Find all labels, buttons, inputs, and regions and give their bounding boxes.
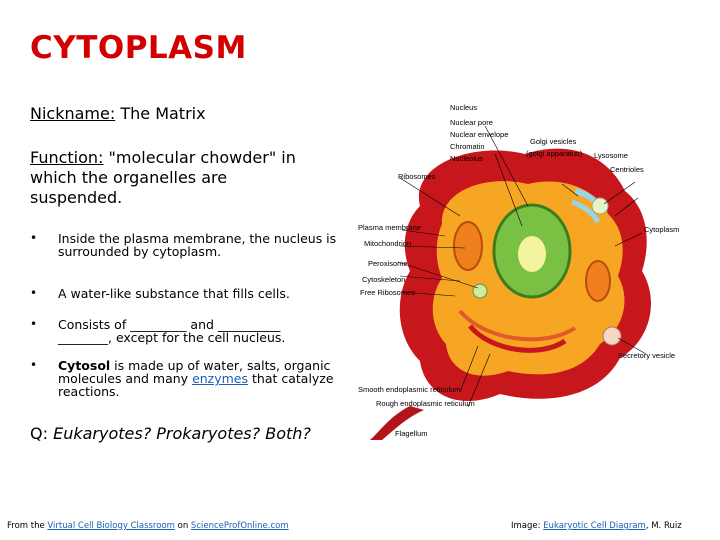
label-peroxisome: Peroxisome — [368, 259, 408, 268]
bullet-text: A water-like substance that fills cells. — [58, 286, 290, 301]
label-chromatin: Chromatin — [450, 142, 485, 151]
cytosol-term: Cytosol — [58, 358, 111, 373]
question-prefix: Q: — [30, 424, 48, 443]
footer-image-credit: Image: Eukaryotic Cell Diagram, M. Ruiz — [511, 521, 682, 531]
leader-lines — [397, 125, 647, 408]
footer-source: From the Virtual Cell Biology Classroom … — [7, 521, 289, 531]
label-centrioles: Centrioles — [610, 165, 644, 174]
label-flagellum: Flagellum — [395, 429, 428, 438]
label-mitochondrion: Mitochondrion — [364, 239, 411, 248]
page-title: CYTOPLASM — [30, 30, 247, 66]
label-nucleolus: Nucleolus — [450, 154, 483, 163]
eukaryotic-cell-diagram: Nucleus Nuclear pore Nuclear envelope Ch… — [358, 103, 679, 440]
label-rough-er: Rough endoplasmic reticulum — [376, 399, 475, 408]
label-secretory-vesicle: Secretory vesicle — [618, 351, 675, 360]
bullet-text: that catalyze reactions. — [58, 371, 334, 399]
rough-er-shape — [468, 324, 567, 353]
bullet-dot: • — [30, 317, 38, 331]
bullet-dot: • — [30, 358, 38, 372]
bullet-item: • Inside the plasma membrane, the nucleu… — [30, 232, 340, 287]
bullet-text: is made up of water, salts, organic mole… — [58, 358, 331, 386]
bullet-text: Inside the plasma membrane, the nucleus … — [58, 231, 337, 259]
bullet-text: ________, except for the cell nucleus. — [58, 330, 286, 345]
credit-suffix: , M. Ruiz — [645, 521, 682, 531]
bullet-list: • Inside the plasma membrane, the nucleu… — [30, 232, 340, 409]
function-value: "molecular chowder" in which the organel… — [30, 148, 296, 207]
smooth-er-shape — [458, 309, 577, 342]
bullet-item: • Consists of _________ and __________ _… — [30, 318, 340, 359]
label-nucleus: Nucleus — [450, 103, 477, 112]
bullet-text: Consists of _________ and __________ — [58, 317, 281, 332]
enzymes-link[interactable]: enzymes — [192, 371, 249, 386]
credit-prefix: Image: — [511, 521, 544, 531]
label-free-ribosomes: Free Ribosomes — [360, 288, 415, 297]
label-golgi: Golgi vesicles — [530, 137, 577, 146]
label-cytoplasm: Cytoplasm — [644, 225, 679, 234]
mitochondrion-shape — [453, 221, 483, 271]
label-cytoskeleton: Cytoskeleton — [362, 275, 405, 284]
bullet-dot: • — [30, 231, 38, 245]
function-label: Function: — [30, 148, 104, 167]
lysosome-shape — [591, 197, 609, 215]
scienceprof-link[interactable]: ScienceProfOnline.com — [190, 521, 289, 531]
flagellum-shape — [370, 406, 424, 440]
label-golgi-apparatus: (golgi apparatus) — [526, 149, 583, 158]
nickname-value: The Matrix — [120, 104, 206, 123]
question: Q: Eukaryotes? Prokaryotes? Both? — [30, 424, 311, 443]
cell-diagram-link[interactable]: Eukaryotic Cell Diagram — [543, 521, 646, 531]
virtual-cell-link[interactable]: Virtual Cell Biology Classroom — [47, 521, 175, 531]
bullet-item: • Cytosol is made up of water, salts, or… — [30, 359, 340, 409]
label-lysosome: Lysosome — [594, 151, 628, 160]
label-ribosomes: Ribosomes — [398, 172, 436, 181]
bullet-item: • A water-like substance that fills cell… — [30, 287, 340, 318]
secretory-vesicle-shape — [602, 326, 622, 346]
mitochondrion-shape-2 — [585, 260, 611, 302]
nickname: Nickname: The Matrix — [30, 104, 206, 123]
label-nuclear-pore: Nuclear pore — [450, 118, 493, 127]
nickname-label: Nickname: — [30, 104, 116, 123]
label-nuclear-envelope: Nuclear envelope — [450, 130, 508, 139]
footer-prefix: From the — [7, 521, 48, 531]
peroxisome-shape — [472, 283, 488, 299]
label-plasma-membrane: Plasma membrane — [358, 223, 421, 232]
footer-mid: on — [174, 521, 191, 531]
function-text: Function: "molecular chowder" in which t… — [30, 148, 320, 208]
label-smooth-er: Smooth endoplasmic reticulum — [358, 385, 461, 394]
question-text: Eukaryotes? Prokaryotes? Both? — [53, 424, 311, 443]
nucleolus-shape — [518, 236, 546, 272]
bullet-dot: • — [30, 286, 38, 300]
golgi-shape-2 — [571, 199, 601, 224]
